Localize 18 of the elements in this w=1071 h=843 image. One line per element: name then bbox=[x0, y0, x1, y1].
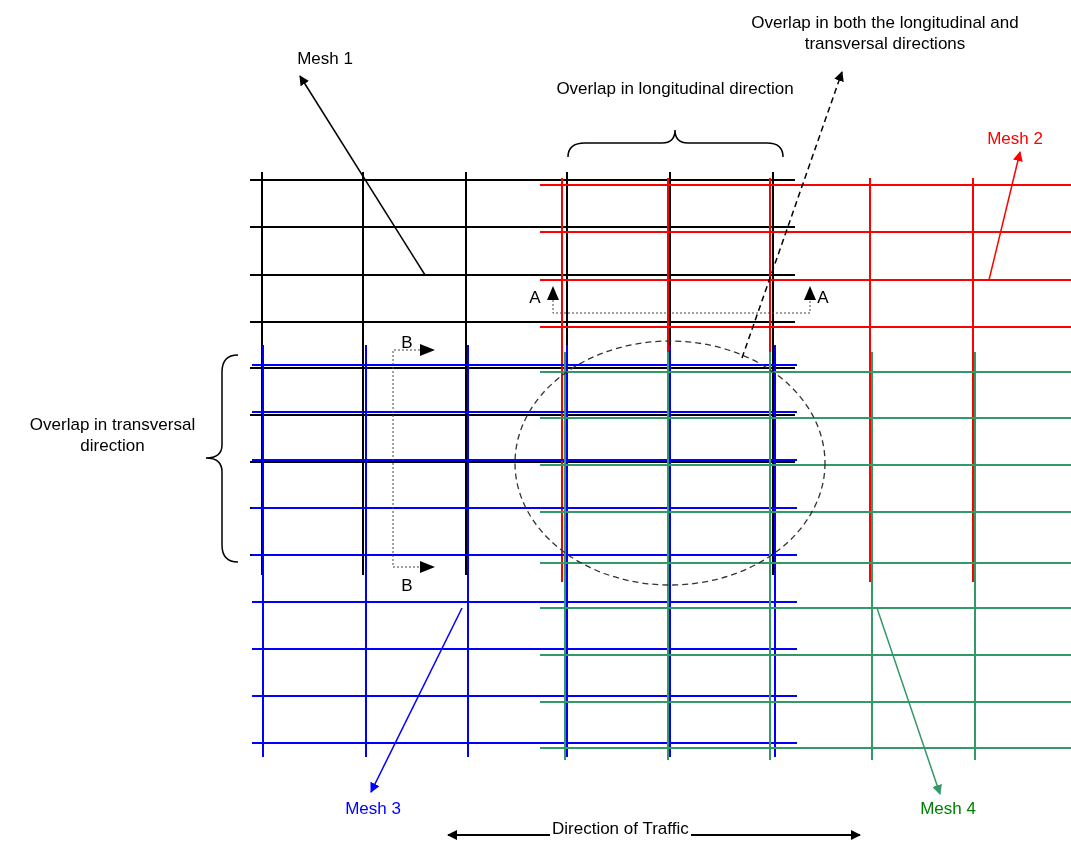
overlap-ellipse bbox=[514, 340, 826, 586]
section-letter: B bbox=[400, 332, 414, 353]
callout-label: Overlap in both the longitudinal and transversal directions bbox=[730, 12, 1040, 54]
leader-line bbox=[299, 75, 426, 276]
section-letter: A bbox=[528, 287, 542, 308]
leader-line bbox=[876, 607, 942, 795]
dimension-label: Overlap in transversal direction bbox=[28, 414, 197, 456]
callout-label: Mesh 2 bbox=[975, 128, 1055, 149]
dimension-label: Overlap in longitudinal direction bbox=[555, 78, 795, 99]
leader-line bbox=[741, 71, 844, 359]
callout-label: Mesh 4 bbox=[908, 798, 988, 819]
leader-line bbox=[988, 151, 1023, 281]
section-letter: A bbox=[816, 287, 830, 308]
leader-line bbox=[370, 607, 463, 793]
callout-label: Mesh 3 bbox=[333, 798, 413, 819]
mesh-grid bbox=[539, 351, 1071, 761]
section-letter: B bbox=[400, 575, 414, 596]
callout-label: Mesh 1 bbox=[285, 48, 365, 69]
